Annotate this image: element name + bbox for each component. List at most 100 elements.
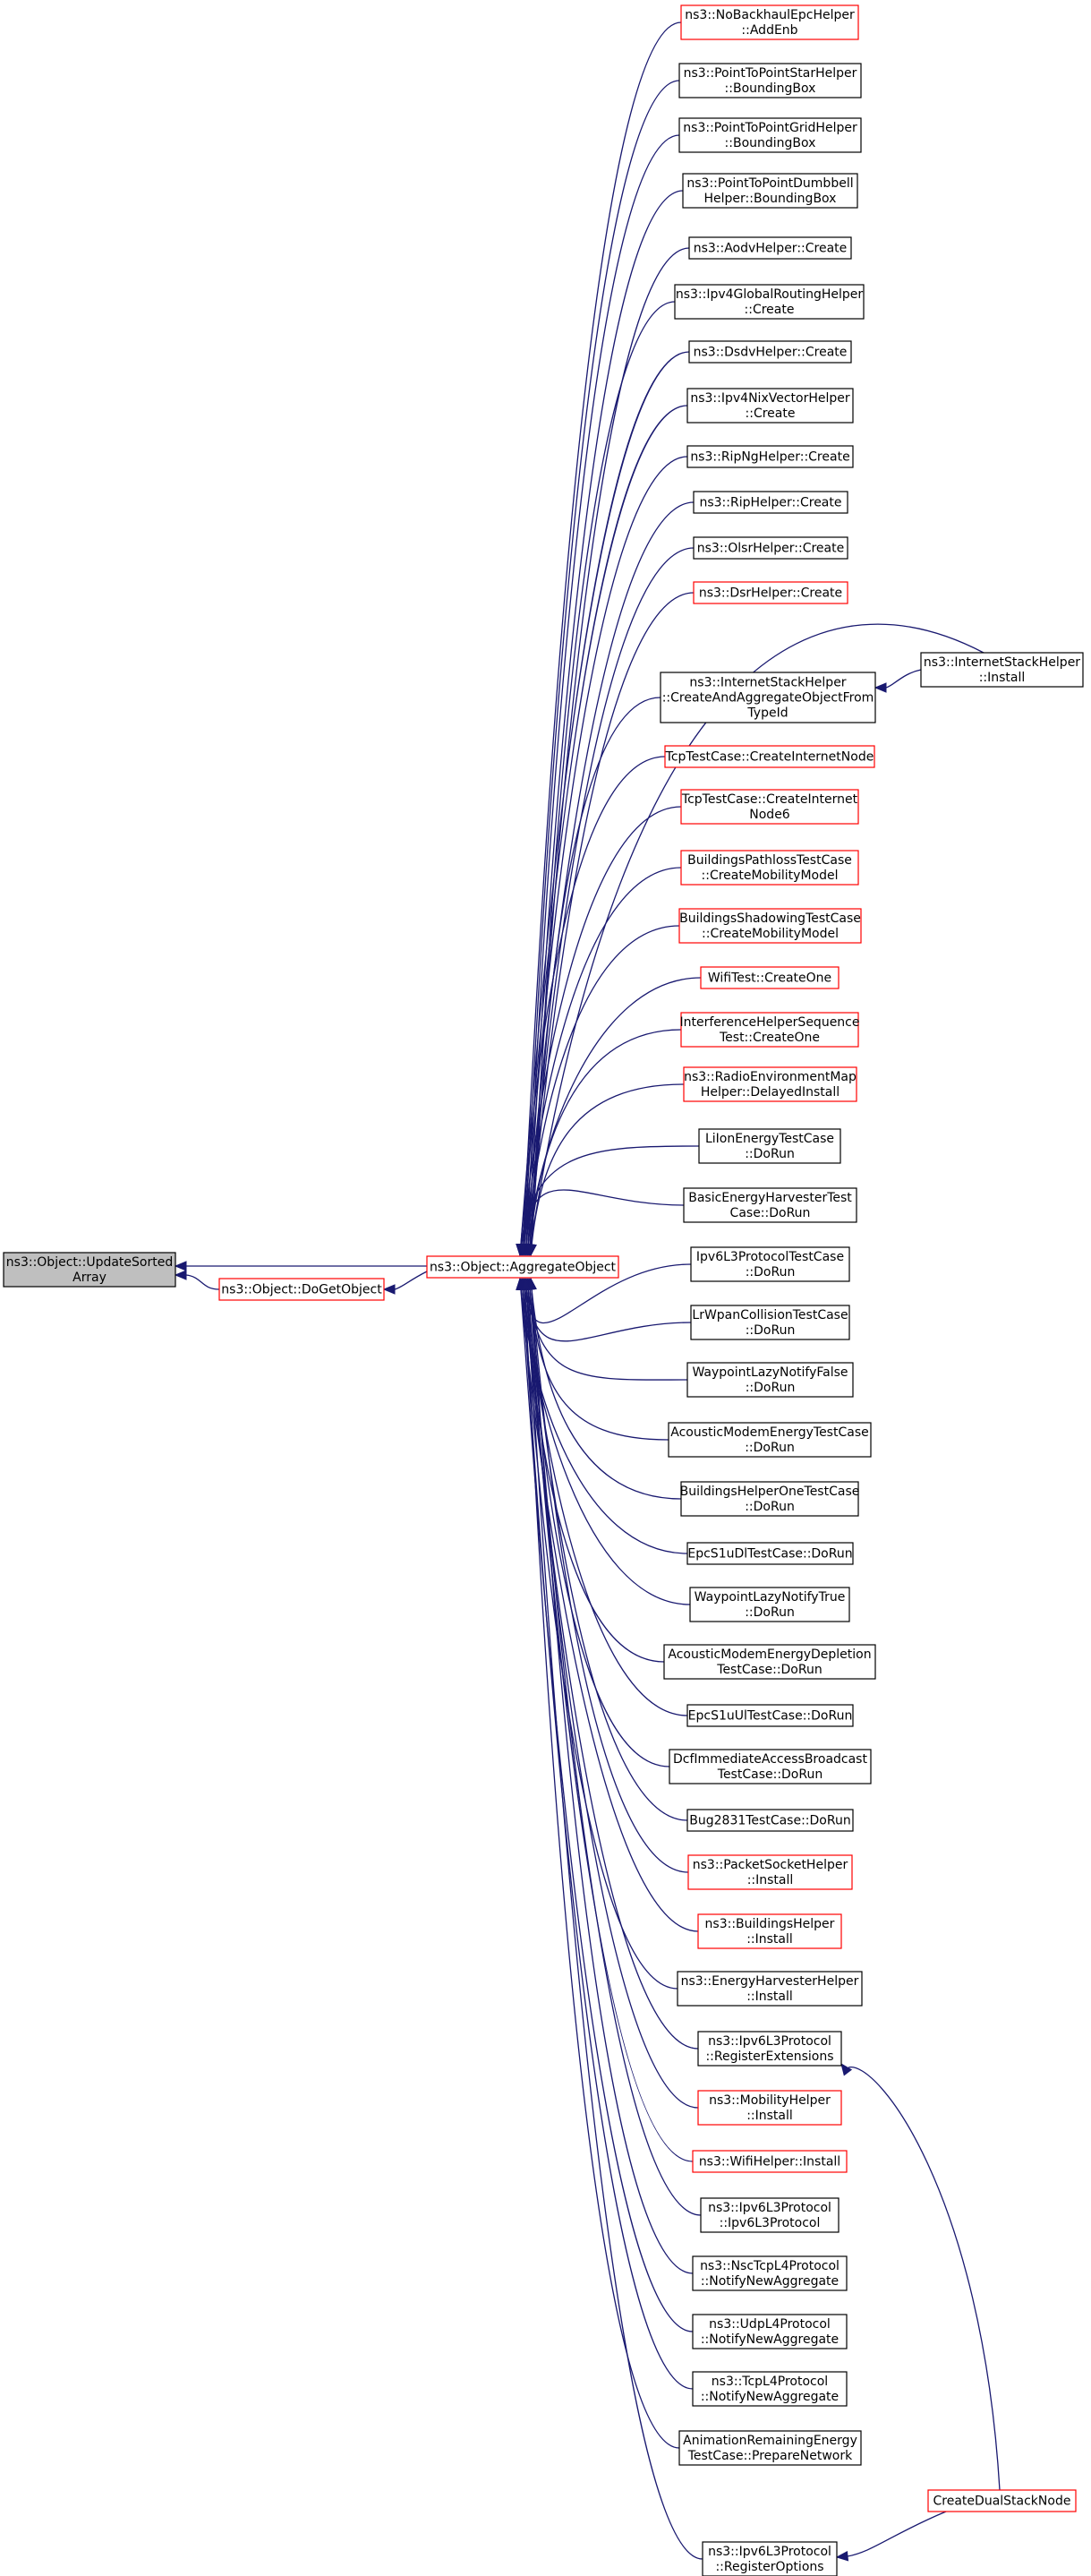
node-n23[interactable]: Ipv6L3ProtocolTestCase::DoRun xyxy=(690,1246,850,1282)
node-n20[interactable]: ns3::RadioEnvironmentMapHelper::DelayedI… xyxy=(683,1066,857,1102)
node-n35[interactable]: ns3::BuildingsHelper::Install xyxy=(697,1913,842,1949)
node-n33[interactable]: Bug2831TestCase::DoRun xyxy=(686,1809,854,1832)
node-n01[interactable]: ns3::NoBackhaulEpcHelper::AddEnb xyxy=(680,4,859,40)
node-label-line: ns3::NoBackhaulEpcHelper xyxy=(685,8,855,22)
node-n06[interactable]: ns3::Ipv4GlobalRoutingHelper::Create xyxy=(674,284,865,320)
node-label-line: ns3::TcpL4Protocol xyxy=(712,2375,828,2389)
node-label-line: ::NotifyNewAggregate xyxy=(701,2274,839,2289)
node-n16[interactable]: BuildingsPathlossTestCase::CreateMobilit… xyxy=(680,850,859,886)
node-label-line: TypeId xyxy=(746,706,788,721)
node-label-line: ::CreateMobilityModel xyxy=(702,869,839,883)
node-n30[interactable]: AcousticModemEnergyDepletionTestCase::Do… xyxy=(663,1644,876,1680)
node-n41[interactable]: ns3::NscTcpL4Protocol::NotifyNewAggregat… xyxy=(692,2255,848,2291)
node-n13[interactable]: ns3::InternetStackHelper::CreateAndAggre… xyxy=(660,672,876,723)
node-label-line: Test::CreateOne xyxy=(719,1031,820,1045)
edge-install-to-createaggregate xyxy=(874,669,922,693)
node-label-line: LrWpanCollisionTestCase xyxy=(692,1308,848,1322)
node-label-line: TcpTestCase::CreateInternet xyxy=(681,792,858,807)
node-n14[interactable]: TcpTestCase::CreateInternetNode xyxy=(664,745,875,768)
node-label-line: ns3::Object::UpdateSorted xyxy=(6,1255,173,1270)
node-label-line: Helper::BoundingBox xyxy=(704,192,837,206)
node-label-line: ::DoRun xyxy=(745,1605,795,1620)
node-label-line: ns3::Ipv6L3Protocol xyxy=(708,2034,831,2049)
node-label-line: TestCase::DoRun xyxy=(717,1767,823,1782)
node-n31[interactable]: EpcS1uUlTestCase::DoRun xyxy=(686,1704,854,1727)
node-n32[interactable]: DcfImmediateAccessBroadcastTestCase::DoR… xyxy=(669,1749,872,1784)
node-label-line: ns3::BuildingsHelper xyxy=(705,1917,835,1931)
edge-n36-to-aggregate xyxy=(517,1277,678,1990)
edge-n06-to-aggregate xyxy=(526,301,676,1257)
node-label-line: CreateDualStackNode xyxy=(933,2495,1071,2509)
node-n21[interactable]: LiIonEnergyTestCase::DoRun xyxy=(698,1128,841,1164)
node-label-line: Helper::DelayedInstall xyxy=(701,1085,840,1100)
node-n28[interactable]: EpcS1uDlTestCase::DoRun xyxy=(686,1542,854,1565)
node-create-dual-stack-node[interactable]: CreateDualStackNode xyxy=(927,2489,1077,2512)
node-n37[interactable]: ns3::Ipv6L3Protocol::RegisterExtensions xyxy=(697,2031,842,2067)
node-label-line: Array xyxy=(72,1271,107,1285)
node-label-line: BasicEnergyHarvesterTest xyxy=(688,1191,852,1205)
node-n36[interactable]: ns3::EnergyHarvesterHelper::Install xyxy=(677,1971,863,2007)
node-n24[interactable]: LrWpanCollisionTestCase::DoRun xyxy=(690,1305,850,1340)
edge-n20-to-aggregate xyxy=(526,1083,685,1257)
node-label-line: WifiTest::CreateOne xyxy=(708,971,831,986)
node-n10[interactable]: ns3::RipHelper::Create xyxy=(693,491,848,514)
node-n43[interactable]: ns3::TcpL4Protocol::NotifyNewAggregate xyxy=(692,2371,848,2407)
node-label-line: TestCase::PrepareNetwork xyxy=(687,2449,853,2463)
node-n03[interactable]: ns3::PointToPointGridHelper::BoundingBox xyxy=(678,117,862,153)
node-label-line: ns3::InternetStackHelper xyxy=(689,676,846,690)
node-label-line: ::Install xyxy=(979,671,1026,685)
node-internet-stack-install[interactable]: ns3::InternetStackHelper::Install xyxy=(920,652,1084,688)
node-label-line: ns3::NscTcpL4Protocol xyxy=(700,2259,840,2273)
node-label-line: ::DoRun xyxy=(746,1265,796,1279)
node-label-line: ns3::Ipv4GlobalRoutingHelper xyxy=(676,287,864,302)
node-n12[interactable]: ns3::DsrHelper::Create xyxy=(693,581,848,604)
node-n44[interactable]: AnimationRemainingEnergyTestCase::Prepar… xyxy=(678,2430,862,2466)
edge-n32-to-aggregate xyxy=(523,1277,670,1767)
node-aggregate-object[interactable]: ns3::Object::AggregateObject xyxy=(426,1255,619,1279)
node-n29[interactable]: WaypointLazyNotifyTrue::DoRun xyxy=(689,1587,850,1622)
edge-n42-to-aggregate xyxy=(516,1277,694,2332)
node-n08[interactable]: ns3::Ipv4NixVectorHelper::Create xyxy=(686,388,854,424)
edge-n22-to-aggregate xyxy=(517,1189,685,1257)
node-label-line: ns3::RipNgHelper::Create xyxy=(690,450,849,465)
edge-n18-to-aggregate xyxy=(523,977,702,1257)
graph-nodes: ns3::Object::UpdateSortedArrayns3::Objec… xyxy=(3,4,1084,2576)
node-label-line: ::DoRun xyxy=(746,1323,796,1338)
node-n40[interactable]: ns3::Ipv6L3Protocol::Ipv6L3Protocol xyxy=(700,2197,840,2233)
node-label-line: WaypointLazyNotifyTrue xyxy=(695,1590,846,1605)
node-n07[interactable]: ns3::DsdvHelper::Create xyxy=(688,340,852,364)
node-n45[interactable]: ns3::Ipv6L3Protocol::RegisterOptions xyxy=(702,2541,838,2576)
node-label-line: ns3::DsrHelper::Create xyxy=(699,586,842,601)
node-n09[interactable]: ns3::RipNgHelper::Create xyxy=(686,445,854,468)
node-n19[interactable]: InterferenceHelperSequenceTest::CreateOn… xyxy=(680,1012,860,1048)
node-n25[interactable]: WaypointLazyNotifyFalse::DoRun xyxy=(686,1362,854,1398)
node-n02[interactable]: ns3::PointToPointStarHelper::BoundingBox xyxy=(678,63,862,98)
node-n39[interactable]: ns3::WifiHelper::Install xyxy=(692,2150,848,2173)
node-label-line: ::NotifyNewAggregate xyxy=(701,2332,839,2347)
node-n38[interactable]: ns3::MobilityHelper::Install xyxy=(697,2090,842,2126)
node-label-line: ::Install xyxy=(747,1873,794,1887)
node-n26[interactable]: AcousticModemEnergyTestCase::DoRun xyxy=(668,1422,872,1458)
node-label-line: ns3::Ipv4NixVectorHelper xyxy=(690,391,850,406)
node-n05[interactable]: ns3::AodvHelper::Create xyxy=(688,236,852,260)
node-n42[interactable]: ns3::UdpL4Protocol::NotifyNewAggregate xyxy=(692,2314,848,2349)
node-label-line: EpcS1uDlTestCase::DoRun xyxy=(687,1547,852,1562)
node-n17[interactable]: BuildingsShadowingTestCase::CreateMobili… xyxy=(678,908,862,944)
node-label-line: ns3::Ipv6L3Protocol xyxy=(708,2201,831,2215)
node-label-line: ns3::OlsrHelper::Create xyxy=(697,542,844,556)
node-n34[interactable]: ns3::PacketSocketHelper::Install xyxy=(687,1854,853,1890)
node-label-line: ns3::RipHelper::Create xyxy=(699,496,841,510)
edge-dogetobject-to-update-sorted xyxy=(174,1270,220,1290)
node-label-line: ::Install xyxy=(746,2109,793,2123)
node-n11[interactable]: ns3::OlsrHelper::Create xyxy=(693,536,848,560)
node-label-line: DcfImmediateAccessBroadcast xyxy=(673,1752,867,1767)
node-n27[interactable]: BuildingsHelperOneTestCase::DoRun xyxy=(680,1481,860,1517)
node-do-get-object[interactable]: ns3::Object::DoGetObject xyxy=(218,1278,385,1301)
node-n04[interactable]: ns3::PointToPointDumbbellHelper::Boundin… xyxy=(682,173,858,209)
node-n18[interactable]: WifiTest::CreateOne xyxy=(700,966,840,989)
node-label-line: TcpTestCase::CreateInternetNode xyxy=(665,750,874,765)
edge-n43-to-aggregate xyxy=(517,1277,694,2390)
